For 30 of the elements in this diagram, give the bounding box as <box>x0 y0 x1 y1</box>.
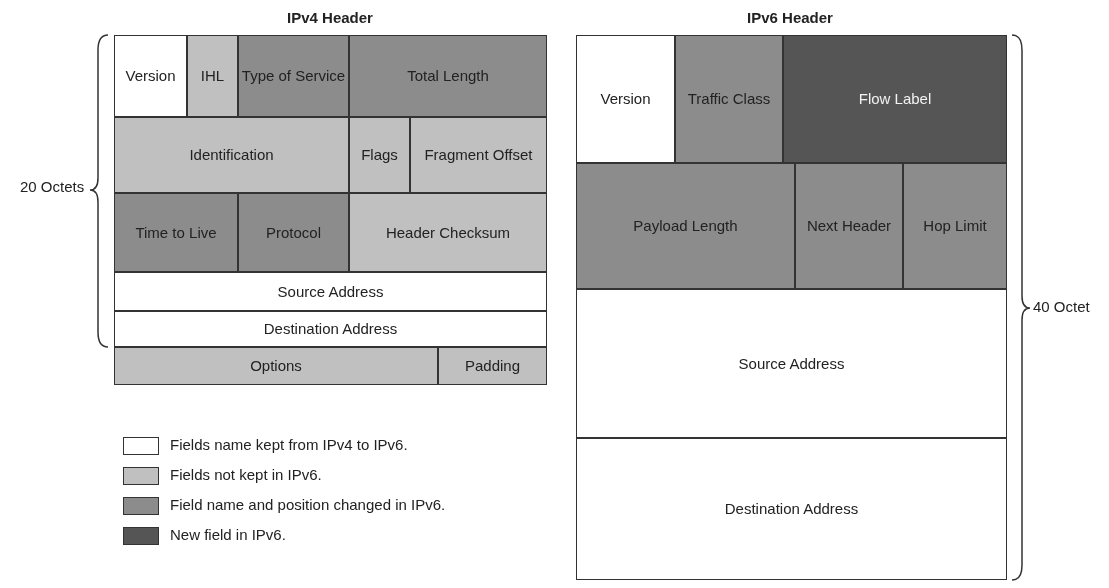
header-field: Version <box>576 35 675 163</box>
octet-label: 40 Octet <box>1033 298 1090 315</box>
octet-label: 20 Octets <box>20 178 85 195</box>
header-field: Next Header <box>795 163 903 289</box>
header-field: Type of Service <box>238 35 349 117</box>
header-field: Source Address <box>114 272 547 311</box>
header-field: Destination Address <box>114 311 547 347</box>
header-field: Protocol <box>238 193 349 272</box>
header-field: Destination Address <box>576 438 1007 580</box>
header-field: Header Checksum <box>349 193 547 272</box>
header-field: Time to Live <box>114 193 238 272</box>
header-field: Traffic Class <box>675 35 783 163</box>
header-field: Version <box>114 35 187 117</box>
header-field: Flags <box>349 117 410 193</box>
header-field: IHL <box>187 35 238 117</box>
header-field: Padding <box>438 347 547 385</box>
header-field: Source Address <box>576 289 1007 438</box>
header-field: Hop Limit <box>903 163 1007 289</box>
legend-text: Fields name kept from IPv4 to IPv6. <box>170 436 408 453</box>
header-field: Identification <box>114 117 349 193</box>
legend-text: Field name and position changed in IPv6. <box>170 496 446 513</box>
legend-text: New field in IPv6. <box>170 526 286 543</box>
legend-text: Fields not kept in IPv6. <box>170 466 322 483</box>
header-field: Total Length <box>349 35 547 117</box>
header-title: IPv6 Header <box>747 9 833 26</box>
header-field: Options <box>114 347 438 385</box>
header-field: Fragment Offset <box>410 117 547 193</box>
header-title: IPv4 Header <box>287 9 373 26</box>
header-field: Flow Label <box>783 35 1007 163</box>
header-field: Payload Length <box>576 163 795 289</box>
